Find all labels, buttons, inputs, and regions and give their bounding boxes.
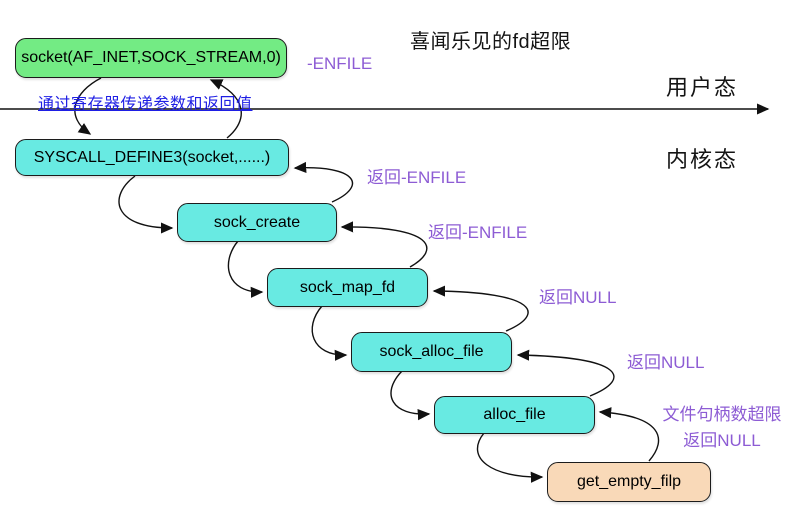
arrow-sock-create-to-sock-map-fd: [227, 240, 264, 298]
user-mode-label: 用户态: [666, 75, 739, 100]
annotation-fd-limit-line1: 文件句柄数超限: [662, 405, 782, 424]
annotation-return-enfile-2: 返回-ENFILE: [428, 223, 528, 242]
node-sock-create: sock_create: [177, 203, 337, 242]
annotation-return-enfile-1: 返回-ENFILE: [367, 168, 467, 187]
arrow-get-empty-filp-to-alloc-file: [598, 407, 660, 462]
annotation-enfile-user: -ENFILE: [307, 54, 373, 73]
kernel-mode-label: 内核态: [666, 147, 739, 172]
diagram-title: 喜闻乐见的fd超限: [410, 31, 572, 53]
arrow-sock-create-to-syscall: [293, 161, 353, 203]
arrow-sock-alloc-file-to-alloc-file: [390, 370, 431, 421]
register-passing-note: 通过寄存器传递参数和返回值: [38, 96, 253, 113]
arrow-sock-alloc-file-to-sock-map-fd: [432, 285, 529, 332]
arrow-socket-to-syscall: [74, 77, 102, 135]
annotation-fd-limit-line2: 返回NULL: [683, 431, 761, 450]
node-socket-call: socket(AF_INET,SOCK_STREAM,0): [15, 38, 287, 78]
node-sock-alloc-file: sock_alloc_file: [351, 332, 512, 372]
arrow-sock-map-fd-to-sock-create: [340, 221, 428, 268]
node-alloc-file: alloc_file: [434, 396, 595, 434]
annotation-fd-limit-return-null: 文件句柄数超限 返回NULL: [660, 402, 784, 454]
arrow-syscall-to-sock-create: [118, 175, 174, 234]
arrow-alloc-file-to-get-empty-filp: [476, 432, 544, 483]
node-syscall-define3: SYSCALL_DEFINE3(socket,......): [15, 139, 289, 176]
node-sock-map-fd: sock_map_fd: [267, 268, 428, 307]
node-get-empty-filp: get_empty_filp: [547, 462, 711, 502]
arrow-alloc-file-to-sock-alloc-file: [516, 349, 615, 397]
annotation-return-null-1: 返回NULL: [539, 288, 617, 307]
arrow-syscall-to-socket: [209, 79, 242, 139]
annotation-return-null-2: 返回NULL: [627, 353, 705, 372]
arrow-sock-map-fd-to-sock-alloc-file: [311, 305, 348, 361]
